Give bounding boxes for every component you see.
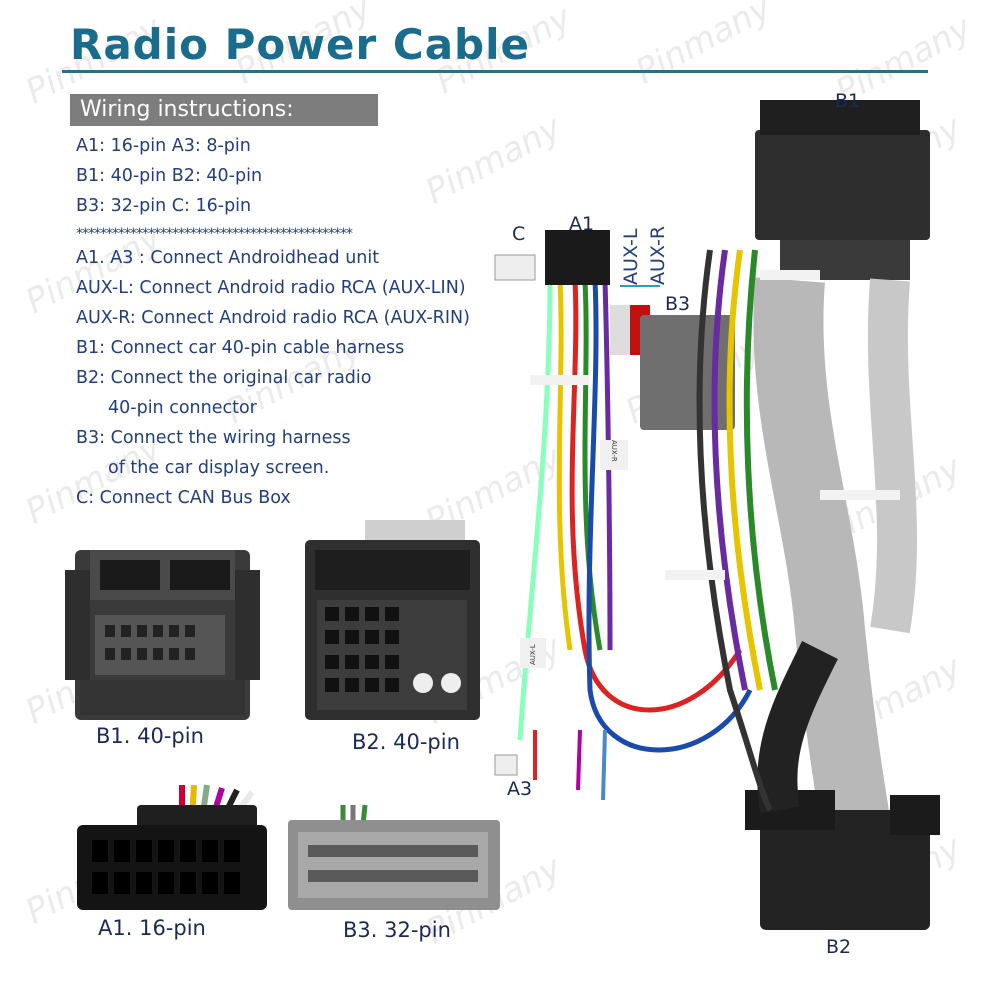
harness-label-c: C xyxy=(512,223,526,245)
instruction-line: AUX-L: Connect Android radio RCA (AUX-LI… xyxy=(76,278,466,298)
wire-tag-aux-r: AUX-R xyxy=(600,440,628,470)
instruction-line: C: Connect CAN Bus Box xyxy=(76,488,291,508)
instruction-line: A1: 16-pin A3: 8-pin xyxy=(76,136,251,156)
instruction-line: B3: 32-pin C: 16-pin xyxy=(76,196,252,216)
b3-connector-image xyxy=(288,804,500,910)
harness-label-b3: B3 xyxy=(665,293,691,315)
a1-connector-image xyxy=(77,784,267,910)
title-divider xyxy=(62,70,928,73)
wire-tag-aux-l: AUX-L xyxy=(520,638,546,668)
harness-label-aux-r: AUX-R xyxy=(647,225,669,285)
instruction-line: B1: Connect car 40-pin cable harness xyxy=(76,338,405,358)
harness-image xyxy=(494,100,940,930)
instruction-line: 40-pin connector xyxy=(108,398,257,418)
wire-tag-text: AUX-L xyxy=(529,644,537,665)
a1-connector-label: A1. 16-pin xyxy=(98,916,206,940)
b2-connector-image xyxy=(305,520,480,720)
instruction-line: AUX-R: Connect Android radio RCA (AUX-RI… xyxy=(76,308,470,328)
aux-divider xyxy=(620,285,660,287)
harness-label-b1: B1 xyxy=(835,90,861,112)
instruction-line: B3: Connect the wiring harness xyxy=(76,428,351,448)
b3-connector-label: B3. 32-pin xyxy=(343,918,451,942)
harness-label-a3: A3 xyxy=(507,778,533,800)
instruction-line: B1: 40-pin B2: 40-pin xyxy=(76,166,263,186)
instruction-line: of the car display screen. xyxy=(108,458,330,478)
b1-connector-label: B1. 40-pin xyxy=(96,724,204,748)
harness-label-a1: A1 xyxy=(569,213,595,235)
instructions-header: Wiring instructions: xyxy=(70,94,378,126)
b1-connector-image xyxy=(65,550,260,720)
page-title: Radio Power Cable xyxy=(70,20,530,69)
instruction-line: A1. A3 : Connect Androidhead unit xyxy=(76,248,380,268)
separator-line: ****************************************… xyxy=(76,226,353,242)
watermark: Pinmany xyxy=(629,0,778,93)
harness-label-b2: B2 xyxy=(826,936,852,958)
wire-tag-text: AUX-R xyxy=(610,440,618,462)
instruction-line: B2: Connect the original car radio xyxy=(76,368,372,388)
b2-connector-label: B2. 40-pin xyxy=(352,730,460,754)
harness-label-aux-l: AUX-L xyxy=(620,228,642,285)
